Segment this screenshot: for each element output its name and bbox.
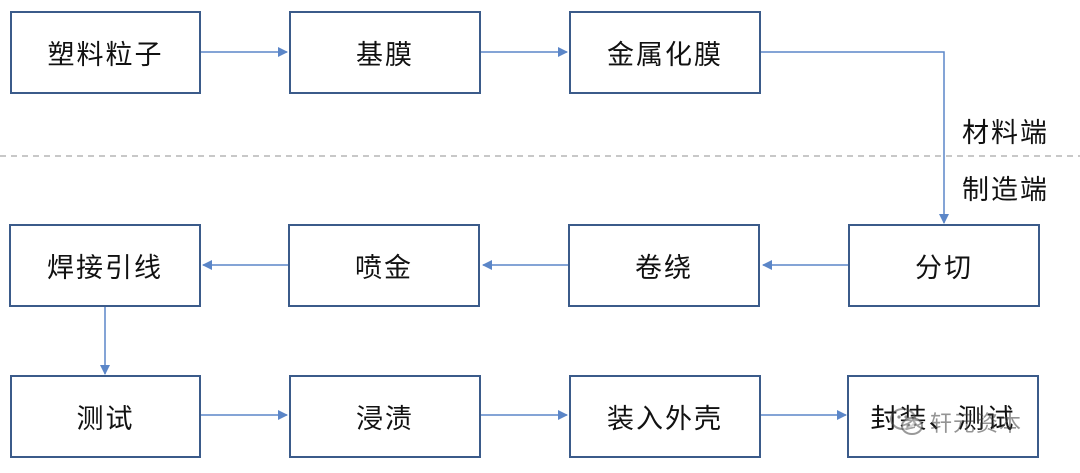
node-testing: 测试 [10, 375, 201, 458]
wechat-icon [890, 408, 923, 435]
node-winding: 卷绕 [568, 224, 760, 307]
region-label-manufacturing: 制造端 [962, 175, 1049, 206]
watermark-text: 轩元资本 [930, 412, 1023, 437]
node-plastic-pellets: 塑料粒子 [10, 11, 201, 94]
node-metal-spraying: 喷金 [288, 224, 480, 307]
node-casing: 装入外壳 [569, 375, 761, 458]
arrows [100, 47, 949, 420]
watermark: 轩元资本 [890, 402, 1060, 442]
node-lead-welding: 焊接引线 [9, 224, 201, 307]
node-impregnation: 浸渍 [289, 375, 481, 458]
node-metallized-film: 金属化膜 [569, 11, 761, 94]
region-label-material: 材料端 [962, 118, 1049, 149]
arrow-n3-n4 [761, 51, 949, 224]
node-packaging-testing: 封装、测试 [847, 375, 1039, 458]
node-slitting: 分切 [848, 224, 1040, 307]
node-base-film: 基膜 [289, 11, 481, 94]
